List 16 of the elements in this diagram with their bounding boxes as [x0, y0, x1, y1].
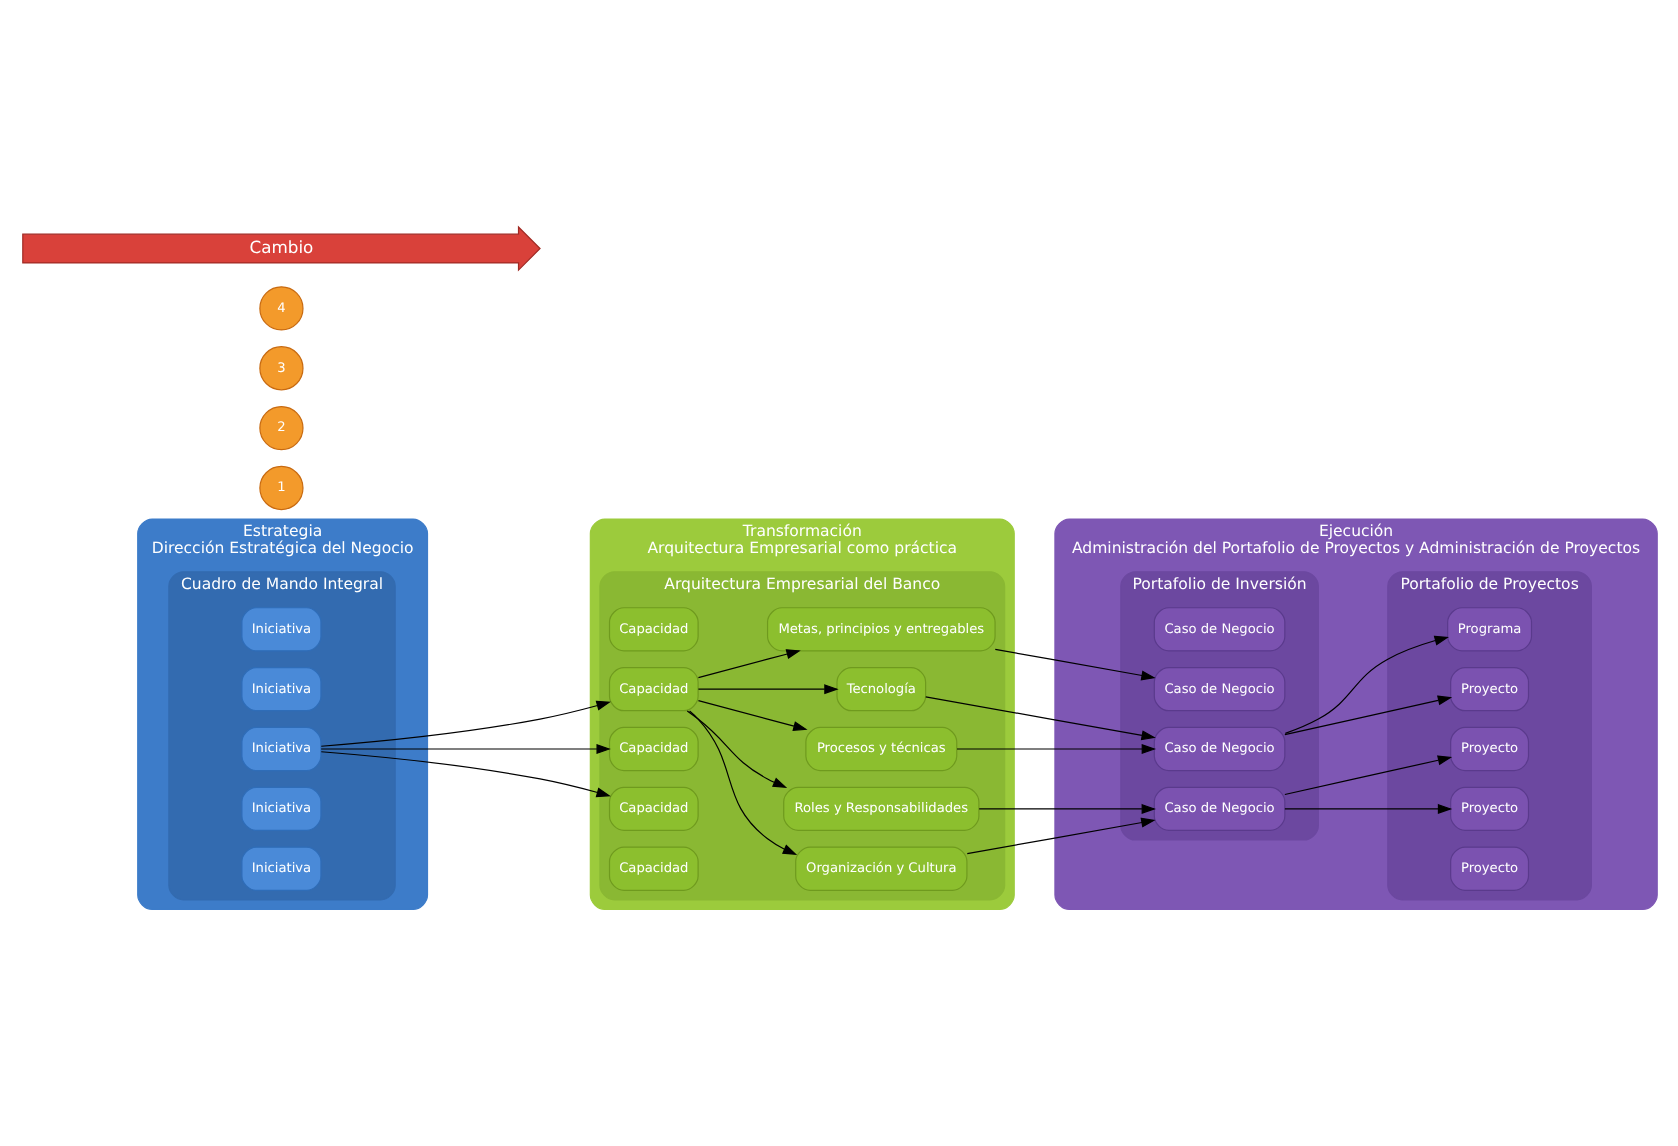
arrow	[319, 751, 610, 798]
arrow	[687, 710, 797, 855]
arrow	[1283, 635, 1448, 734]
arrow	[1283, 755, 1452, 796]
arrow	[685, 710, 787, 788]
arrow	[696, 700, 807, 731]
arrow	[955, 743, 1156, 755]
arrow	[696, 649, 800, 679]
arrow	[977, 803, 1155, 814]
arrow	[1283, 695, 1452, 736]
arrow	[924, 696, 1155, 741]
arrow	[319, 743, 610, 755]
arrow	[965, 817, 1155, 855]
arrow	[1283, 803, 1452, 814]
arrow	[319, 700, 610, 747]
arrow	[696, 684, 838, 695]
